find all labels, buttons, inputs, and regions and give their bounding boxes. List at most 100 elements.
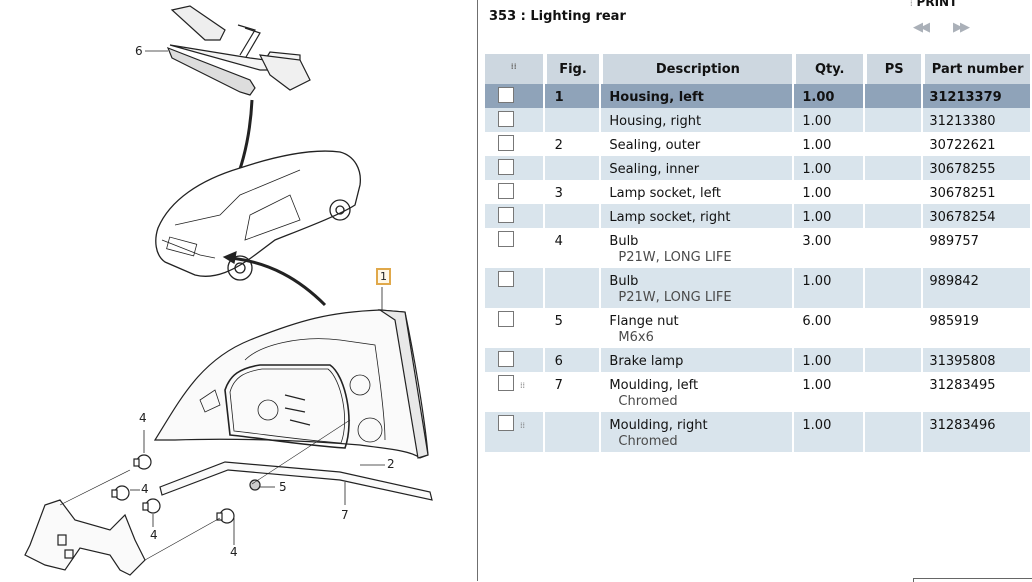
part-number[interactable]: 30678251 bbox=[929, 186, 996, 201]
part-number[interactable]: 30678254 bbox=[923, 204, 1030, 228]
part-number[interactable]: 31213380 bbox=[923, 108, 1030, 132]
column-header-description[interactable]: Description bbox=[601, 54, 793, 84]
part-number[interactable]: 985919 bbox=[929, 314, 979, 329]
part-description: Brake lamp bbox=[609, 354, 684, 369]
row-checkbox[interactable] bbox=[498, 183, 514, 199]
quantity: 1.00 bbox=[802, 138, 832, 153]
quantity: 3.00 bbox=[802, 234, 832, 249]
callout-4[interactable]: 4 bbox=[150, 528, 158, 542]
callout-2[interactable]: 2 bbox=[387, 457, 395, 471]
part-description: Bulb bbox=[609, 234, 639, 249]
description-cell: Brake lamp bbox=[601, 348, 793, 372]
bulbs-drawing bbox=[111, 454, 235, 524]
select-cell bbox=[485, 204, 543, 228]
ps-cell bbox=[865, 412, 922, 452]
fig-number: 3 bbox=[554, 186, 563, 201]
row-checkbox[interactable] bbox=[498, 311, 514, 327]
part-number[interactable]: 31283495 bbox=[929, 378, 996, 393]
part-number[interactable]: 989842 bbox=[923, 268, 1030, 308]
part-description: Bulb bbox=[609, 274, 639, 289]
callout-1-highlighted[interactable]: 1 bbox=[376, 268, 391, 285]
select-cell: ⁞⁞ bbox=[485, 372, 543, 412]
row-checkbox[interactable] bbox=[498, 207, 514, 223]
part-remark: Chromed bbox=[618, 434, 678, 449]
fig-number bbox=[544, 108, 600, 132]
row-checkbox[interactable] bbox=[498, 351, 514, 367]
row-checkbox[interactable] bbox=[498, 159, 514, 175]
row-checkbox[interactable] bbox=[498, 375, 514, 391]
page-title: 353 : Lighting rear bbox=[489, 9, 626, 24]
quantity: 1.00 bbox=[794, 268, 864, 308]
part-number[interactable]: 30678255 bbox=[923, 156, 1030, 180]
quantity: 1.00 bbox=[802, 378, 832, 393]
quantity: 1.00 bbox=[794, 204, 864, 228]
ps-cell bbox=[865, 156, 922, 180]
fig-number: 1 bbox=[544, 84, 600, 108]
part-number[interactable]: 989757 bbox=[929, 234, 979, 249]
fig-number: 6 bbox=[544, 348, 600, 372]
double-chevron-right-icon[interactable]: ▶▶ bbox=[953, 20, 970, 35]
callout-4[interactable]: 4 bbox=[230, 545, 238, 559]
column-header-select[interactable]: ⁞⁞ bbox=[485, 54, 543, 84]
brake-lamp-drawing bbox=[166, 5, 311, 96]
grip-icon[interactable]: ⁞⁞ bbox=[520, 421, 526, 430]
row-checkbox[interactable] bbox=[498, 135, 514, 151]
part-remark: M6x6 bbox=[618, 330, 654, 345]
parts-table: ⁞⁞ Fig. Description Qty. PS Part number … bbox=[483, 54, 1032, 452]
ps-cell bbox=[865, 180, 921, 204]
footer-box bbox=[913, 578, 1032, 582]
parts-diagram[interactable]: 6 1 2 5 7 4 4 4 4 bbox=[0, 0, 478, 581]
part-description: Housing, left bbox=[609, 90, 704, 105]
quantity: 1.00 bbox=[802, 186, 832, 201]
part-remark: P21W, LONG LIFE bbox=[618, 290, 732, 305]
ps-cell bbox=[865, 348, 922, 372]
callout-6[interactable]: 6 bbox=[135, 44, 143, 58]
description-cell: Lamp socket, right bbox=[601, 204, 793, 228]
part-number[interactable]: 30722621 bbox=[929, 138, 996, 153]
description-cell: Housing, right bbox=[601, 108, 793, 132]
double-chevron-left-icon[interactable]: ◀◀ bbox=[913, 20, 930, 35]
print-label: PRINT bbox=[916, 0, 958, 9]
quantity: 6.00 bbox=[802, 314, 832, 329]
row-checkbox[interactable] bbox=[498, 111, 514, 127]
description-cell: Sealing, outer bbox=[601, 132, 792, 156]
part-number[interactable]: 31283496 bbox=[923, 412, 1030, 452]
column-header-fig[interactable]: Fig. bbox=[544, 54, 600, 84]
column-header-part-number[interactable]: Part number bbox=[923, 54, 1030, 84]
callout-4[interactable]: 4 bbox=[139, 411, 147, 425]
ps-cell bbox=[865, 108, 922, 132]
row-checkbox[interactable] bbox=[498, 231, 514, 247]
pagination-nav: ◀◀ ▶▶ bbox=[913, 20, 993, 35]
description-cell: Housing, left bbox=[601, 84, 793, 108]
grip-icon[interactable]: ⁞⁞ bbox=[520, 381, 526, 390]
print-button[interactable]: ⁞PRINT bbox=[910, 0, 957, 9]
callout-7[interactable]: 7 bbox=[341, 508, 349, 522]
part-number[interactable]: 31213379 bbox=[923, 84, 1030, 108]
row-checkbox[interactable] bbox=[498, 87, 514, 103]
part-remark: P21W, LONG LIFE bbox=[618, 250, 732, 265]
callout-4[interactable]: 4 bbox=[141, 482, 149, 496]
column-header-qty[interactable]: Qty. bbox=[794, 54, 864, 84]
fig-number bbox=[544, 412, 600, 452]
row-checkbox[interactable] bbox=[498, 415, 514, 431]
parts-list-panel: 353 : Lighting rear ⁞PRINT ◀◀ ▶▶ ⁞⁞ Fig. … bbox=[483, 0, 1032, 582]
part-number[interactable]: 31395808 bbox=[923, 348, 1030, 372]
callout-5[interactable]: 5 bbox=[279, 480, 287, 494]
column-header-ps[interactable]: PS bbox=[865, 54, 922, 84]
part-description: Housing, right bbox=[609, 114, 702, 129]
row-checkbox[interactable] bbox=[498, 271, 514, 287]
